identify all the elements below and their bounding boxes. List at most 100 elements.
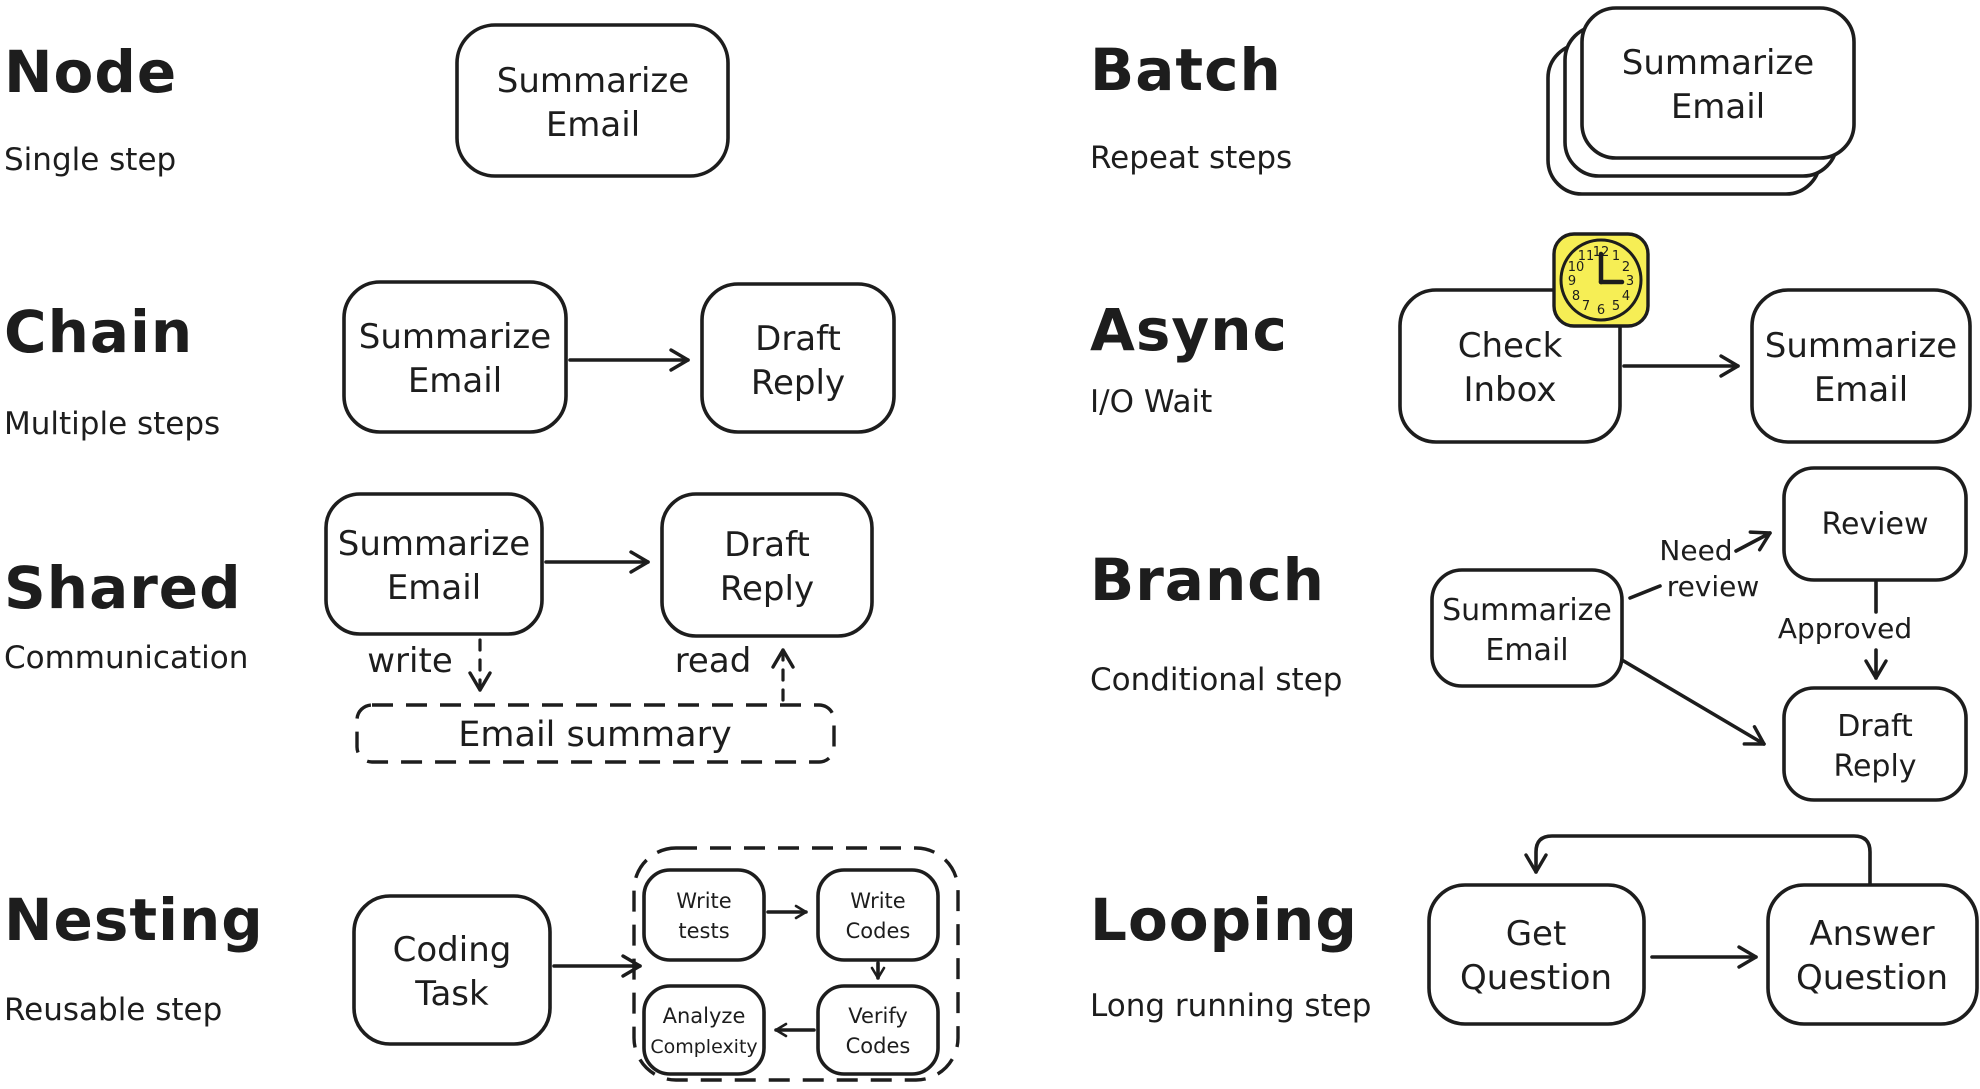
section-batch: Batch Repeat steps Summarize Email bbox=[1090, 6, 1856, 196]
shared-subtitle: Communication bbox=[4, 640, 248, 676]
nesting-analyze-label-line2: Complexity bbox=[650, 1036, 757, 1058]
async-box1-rect bbox=[1398, 288, 1622, 444]
chain-box-summarize-email: Summarize Email bbox=[342, 280, 568, 434]
shared-box1-label-line2: Email bbox=[387, 568, 481, 608]
nesting-box-verify-codes: Verify Codes bbox=[816, 984, 940, 1076]
clock-face bbox=[1559, 238, 1643, 322]
branch-source-label-line1: Summarize bbox=[1442, 593, 1612, 628]
clock-icon: 12 1 2 3 4 5 6 7 8 9 10 11 bbox=[1552, 232, 1650, 328]
section-looping: Looping Long running step Get Question A… bbox=[1090, 834, 1979, 1026]
looping-box1-label-line1: Get bbox=[1506, 914, 1567, 954]
clock-number: 1 bbox=[1612, 249, 1620, 264]
branch-review-rect bbox=[1782, 466, 1968, 582]
node-box-label-line1: Summarize bbox=[497, 61, 689, 101]
branch-need-review-label-line1: Need bbox=[1659, 534, 1732, 567]
clock-number: 10 bbox=[1568, 260, 1585, 275]
branch-box-review: Review bbox=[1782, 466, 1968, 582]
batch-box-label-line1: Summarize bbox=[1622, 43, 1814, 83]
looping-box-answer-question: Answer Question bbox=[1766, 883, 1979, 1026]
chain-box1-label-line2: Email bbox=[408, 361, 502, 401]
branch-source-rect bbox=[1430, 568, 1624, 688]
async-box2-label-line2: Email bbox=[1814, 370, 1908, 410]
branch-subtitle: Conditional step bbox=[1090, 662, 1342, 698]
shared-box1-label-line1: Summarize bbox=[338, 524, 530, 564]
async-box1-label-line1: Check bbox=[1458, 326, 1563, 366]
nesting-subtitle: Reusable step bbox=[4, 992, 222, 1028]
clock-number: 7 bbox=[1582, 299, 1590, 314]
batch-card-front bbox=[1580, 6, 1856, 160]
chain-subtitle: Multiple steps bbox=[4, 406, 220, 442]
node-box-rect bbox=[455, 23, 730, 178]
looping-box1-rect bbox=[1427, 883, 1646, 1026]
shared-box2-rect bbox=[660, 492, 874, 638]
shared-read-label: read bbox=[675, 641, 752, 681]
async-box2-rect bbox=[1750, 288, 1972, 444]
nesting-outer-rect bbox=[352, 894, 552, 1046]
looping-box2-rect bbox=[1766, 883, 1979, 1026]
clock-number: 5 bbox=[1612, 299, 1620, 314]
shared-store-email-summary: Email summary bbox=[355, 703, 836, 764]
shared-box-summarize-email: Summarize Email bbox=[324, 492, 544, 636]
chain-box2-label-line1: Draft bbox=[755, 319, 841, 359]
async-box1-label-line2: Inbox bbox=[1463, 370, 1556, 410]
node-box-label-line2: Email bbox=[546, 105, 640, 145]
async-title: Async bbox=[1090, 296, 1288, 364]
branch-approved-label: Approved bbox=[1778, 612, 1912, 645]
nesting-outer-label-line2: Task bbox=[414, 974, 489, 1014]
chain-title: Chain bbox=[4, 298, 193, 366]
nesting-write-tests-rect bbox=[642, 868, 766, 962]
branch-need-review-label-line2: review bbox=[1667, 570, 1760, 603]
shared-box2-label-line2: Reply bbox=[720, 569, 814, 609]
nesting-analyze-rect bbox=[642, 984, 766, 1076]
node-title: Node bbox=[4, 38, 177, 106]
clock-number: 6 bbox=[1597, 303, 1605, 318]
clock-number: 11 bbox=[1578, 249, 1595, 264]
chain-box2-rect bbox=[700, 282, 896, 434]
shared-store-label: Email summary bbox=[458, 715, 731, 755]
looping-box1-label-line2: Question bbox=[1460, 958, 1612, 998]
branch-title: Branch bbox=[1090, 546, 1325, 614]
nesting-outer-label-line1: Coding bbox=[393, 930, 512, 970]
looping-box2-label-line2: Question bbox=[1796, 958, 1948, 998]
nesting-write-codes-label-line1: Write bbox=[850, 889, 905, 913]
section-async: Async I/O Wait Check Inbox 12 1 2 3 4 5 … bbox=[1090, 232, 1972, 444]
branch-review-label: Review bbox=[1821, 507, 1928, 542]
section-nesting: Nesting Reusable step Coding Task Write … bbox=[4, 846, 960, 1082]
looping-subtitle: Long running step bbox=[1090, 988, 1371, 1024]
section-chain: Chain Multiple steps Summarize Email Dra… bbox=[4, 280, 896, 442]
branch-box-summarize-email: Summarize Email bbox=[1430, 568, 1624, 688]
branch-draft-label-line1: Draft bbox=[1837, 709, 1913, 744]
branch-need-review-arrow-end bbox=[1734, 530, 1772, 553]
shared-store-rect bbox=[355, 703, 836, 764]
nesting-box-write-codes: Write Codes bbox=[816, 868, 940, 962]
clock-number: 8 bbox=[1572, 289, 1580, 304]
node-subtitle: Single step bbox=[4, 142, 176, 178]
async-box-check-inbox: Check Inbox bbox=[1398, 288, 1622, 444]
chain-box1-rect bbox=[342, 280, 568, 434]
nesting-box-analyze-complexity: Analyze Complexity bbox=[642, 984, 766, 1076]
batch-title: Batch bbox=[1090, 36, 1282, 104]
nesting-box-coding-task: Coding Task bbox=[352, 894, 552, 1046]
nesting-box-write-tests: Write tests bbox=[642, 868, 766, 962]
chain-box-draft-reply: Draft Reply bbox=[700, 282, 896, 434]
async-box-summarize-email: Summarize Email bbox=[1750, 288, 1972, 444]
nesting-write-codes-label-line2: Codes bbox=[846, 919, 911, 943]
clock-number: 2 bbox=[1622, 260, 1630, 275]
branch-source-label-line2: Email bbox=[1485, 633, 1568, 668]
shared-title: Shared bbox=[4, 554, 242, 622]
looping-loopback-arrow bbox=[1524, 834, 1872, 886]
shared-box1-rect bbox=[324, 492, 544, 636]
async-box2-label-line1: Summarize bbox=[1765, 326, 1957, 366]
section-shared: Shared Communication Summarize Email Dra… bbox=[4, 492, 874, 764]
node-box-summarize-email: Summarize Email bbox=[455, 23, 730, 178]
looping-box2-label-line1: Answer bbox=[1809, 914, 1934, 954]
branch-draft-label-line2: Reply bbox=[1833, 749, 1916, 784]
nesting-write-tests-label-line2: tests bbox=[678, 919, 729, 943]
async-subtitle: I/O Wait bbox=[1090, 384, 1212, 420]
batch-subtitle: Repeat steps bbox=[1090, 140, 1292, 176]
section-node: Node Single step Summarize Email bbox=[4, 23, 730, 178]
nesting-verify-codes-rect bbox=[816, 984, 940, 1076]
branch-direct-arrow bbox=[1620, 658, 1766, 746]
